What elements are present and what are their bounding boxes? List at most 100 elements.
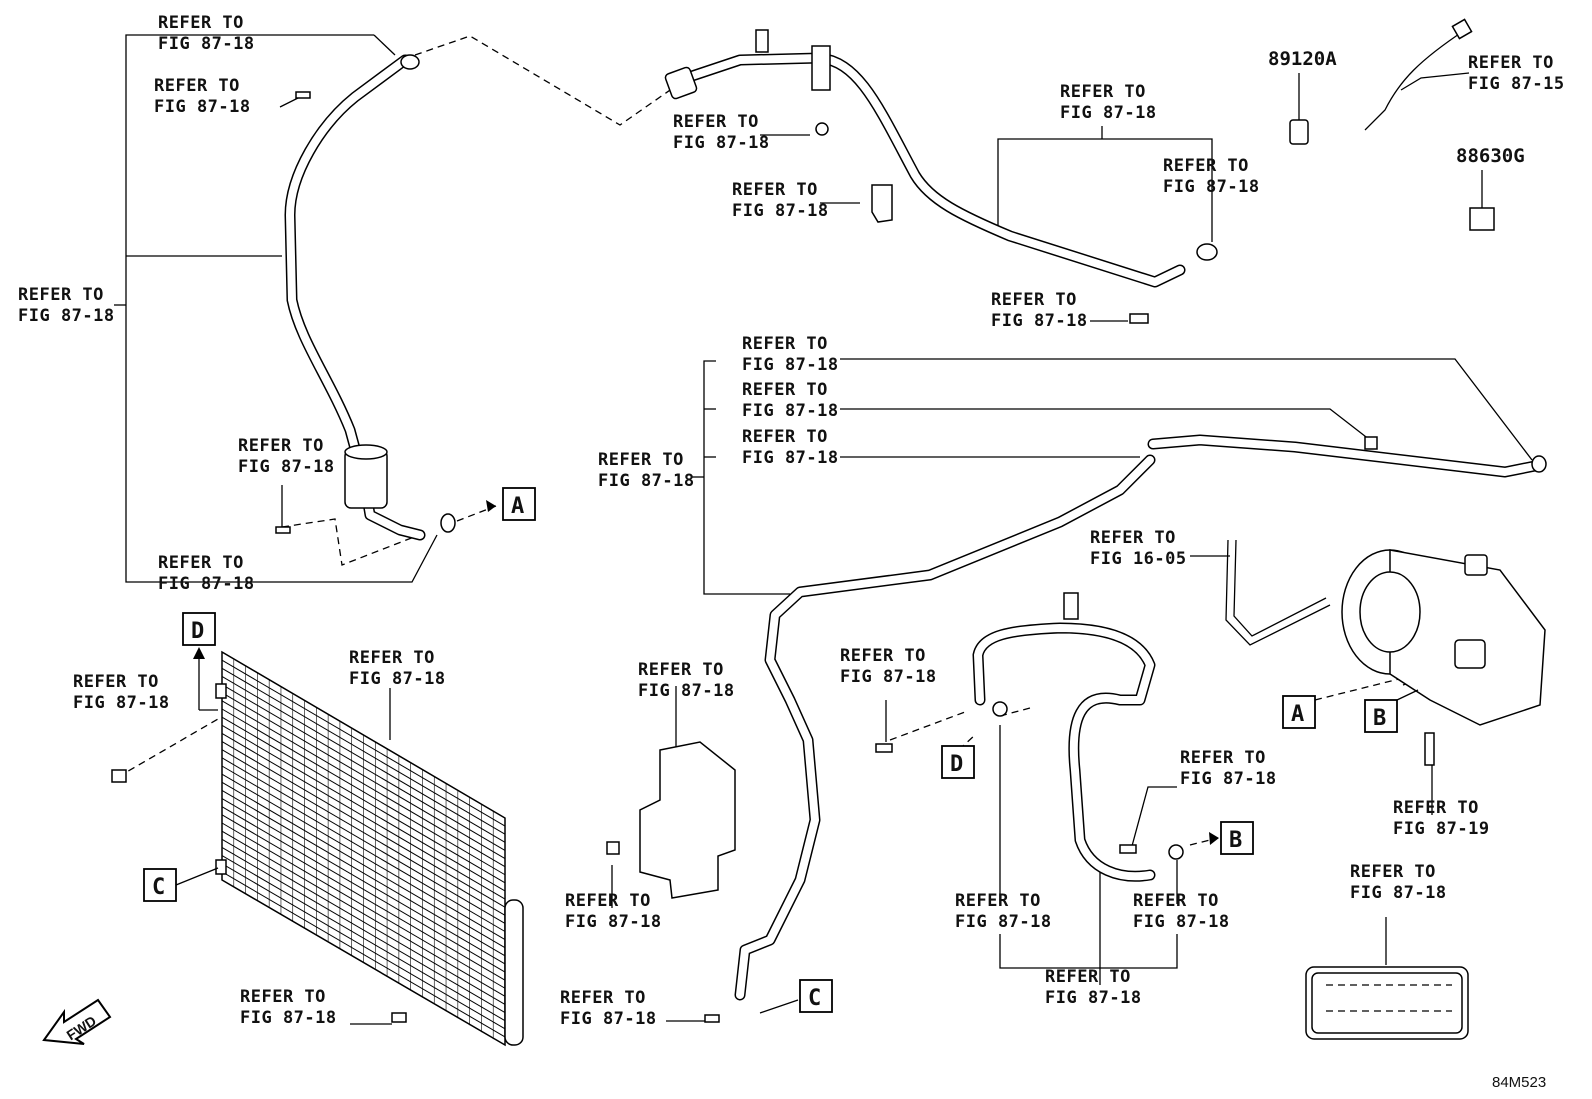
bolt bbox=[1119, 844, 1137, 854]
o-ring bbox=[1168, 844, 1184, 860]
refer-label-line1: REFER TO bbox=[673, 112, 759, 132]
refer-label-line1: REFER TO bbox=[1163, 156, 1249, 176]
connector-b-box-hose: B bbox=[1189, 821, 1254, 855]
refer-label-line2: FIG 87-18 bbox=[732, 201, 829, 221]
bolt bbox=[815, 122, 829, 136]
diagram-code: 84M523 bbox=[1492, 1074, 1546, 1091]
refer-label-line2: FIG 87-18 bbox=[18, 306, 115, 326]
relay bbox=[1469, 207, 1495, 231]
refer-label-line1: REFER TO bbox=[955, 891, 1041, 911]
refer-label-line1: REFER TO bbox=[598, 450, 684, 470]
refer-label-line2: FIG 16-05 bbox=[1090, 549, 1187, 569]
refer-label-line1: REFER TO bbox=[840, 646, 926, 666]
connector-d-box-hose: D bbox=[941, 745, 975, 779]
bolt bbox=[111, 769, 127, 783]
refer-label-line2: FIG 87-18 bbox=[840, 667, 937, 687]
refer-label-line2: FIG 87-18 bbox=[742, 448, 839, 468]
connector-c-box-pipe: C bbox=[759, 979, 833, 1014]
refer-label-line2: FIG 87-15 bbox=[1468, 74, 1565, 94]
condenser bbox=[215, 650, 524, 1047]
refer-label-line1: REFER TO bbox=[1045, 967, 1131, 987]
compressor bbox=[1341, 549, 1546, 726]
o-ring bbox=[440, 513, 456, 533]
refer-label-line1: REFER TO bbox=[638, 660, 724, 680]
pipe-clamp bbox=[811, 45, 831, 91]
connector-b-box-compressor: B bbox=[1364, 689, 1419, 733]
bolt bbox=[391, 1012, 407, 1023]
service-valve bbox=[1063, 592, 1079, 620]
bolt bbox=[295, 91, 311, 99]
refer-label-line2: FIG 87-18 bbox=[560, 1009, 657, 1029]
refer-label-line2: FIG 87-18 bbox=[638, 681, 735, 701]
svg-text:B: B bbox=[1229, 828, 1242, 853]
refer-label-line1: REFER TO bbox=[991, 290, 1077, 310]
refer-label-line2: FIG 87-18 bbox=[349, 669, 446, 689]
svg-text:D: D bbox=[191, 619, 204, 644]
refer-label-line1: REFER TO bbox=[158, 13, 244, 33]
refer-label-line1: REFER TO bbox=[742, 334, 828, 354]
refer-label-line2: FIG 87-18 bbox=[673, 133, 770, 153]
refer-label-line1: REFER TO bbox=[742, 427, 828, 447]
bolt bbox=[1424, 732, 1435, 766]
refer-label-line2: FIG 87-18 bbox=[158, 574, 255, 594]
o-ring bbox=[992, 701, 1008, 717]
pipe-fitting bbox=[664, 66, 698, 100]
connector-a-box-compressor: A bbox=[1282, 695, 1316, 729]
svg-text:C: C bbox=[152, 875, 165, 900]
refer-label-line1: REFER TO bbox=[1180, 748, 1266, 768]
refer-label-line2: FIG 87-18 bbox=[742, 355, 839, 375]
o-ring bbox=[400, 54, 420, 70]
refer-label-line2: FIG 87-19 bbox=[1393, 819, 1490, 839]
clip bbox=[1364, 436, 1378, 450]
refer-label-line2: FIG 87-18 bbox=[991, 311, 1088, 331]
refer-label-line1: REFER TO bbox=[240, 987, 326, 1007]
connector-a-box-top: A bbox=[486, 487, 536, 521]
forward-arrow-icon: FWD bbox=[42, 998, 112, 1045]
refer-label-line2: FIG 87-18 bbox=[238, 457, 335, 477]
bracket bbox=[871, 184, 893, 223]
svg-text:A: A bbox=[1291, 702, 1304, 727]
o-ring bbox=[1531, 455, 1547, 473]
bolt bbox=[704, 1014, 720, 1023]
refer-label-line1: REFER TO bbox=[565, 891, 651, 911]
refer-label-line2: FIG 87-18 bbox=[1350, 883, 1447, 903]
refer-label-line1: REFER TO bbox=[158, 553, 244, 573]
refer-label-line1: REFER TO bbox=[1350, 862, 1436, 882]
refer-label-line1: REFER TO bbox=[1468, 53, 1554, 73]
part-number-88630G: 88630G bbox=[1456, 145, 1525, 167]
bolt bbox=[275, 526, 291, 534]
refer-label-line1: REFER TO bbox=[154, 76, 240, 96]
refer-label-line1: REFER TO bbox=[1393, 798, 1479, 818]
refer-label-line2: FIG 87-18 bbox=[240, 1008, 337, 1028]
refer-label-line1: REFER TO bbox=[238, 436, 324, 456]
part-number-89120A: 89120A bbox=[1268, 48, 1337, 70]
o-ring bbox=[1196, 243, 1218, 261]
refer-label-line1: REFER TO bbox=[1060, 82, 1146, 102]
connector-c-box-condenser: C bbox=[143, 867, 219, 902]
refer-label-line2: FIG 87-18 bbox=[598, 471, 695, 491]
refer-label-line2: FIG 87-18 bbox=[1163, 177, 1260, 197]
refer-label-line2: FIG 87-18 bbox=[158, 34, 255, 54]
svg-text:D: D bbox=[950, 752, 963, 777]
bolt bbox=[875, 743, 893, 753]
service-valve bbox=[755, 29, 769, 53]
svg-text:A: A bbox=[511, 494, 524, 519]
refer-label-line2: FIG 87-18 bbox=[955, 912, 1052, 932]
refer-label-line2: FIG 87-18 bbox=[565, 912, 662, 932]
refer-label-line1: REFER TO bbox=[560, 988, 646, 1008]
components bbox=[111, 18, 1547, 1047]
bolt bbox=[1129, 313, 1149, 324]
connector-d-box-condenser: D bbox=[182, 612, 218, 711]
cover-pad bbox=[639, 741, 736, 899]
refer-label-line2: FIG 87-18 bbox=[1133, 912, 1230, 932]
refer-label-line2: FIG 87-18 bbox=[73, 693, 170, 713]
pressure-sensor bbox=[1289, 119, 1309, 145]
refer-label-line1: REFER TO bbox=[73, 672, 159, 692]
refer-label-line1: REFER TO bbox=[732, 180, 818, 200]
refer-label-line1: REFER TO bbox=[349, 648, 435, 668]
refer-label-line2: FIG 87-18 bbox=[742, 401, 839, 421]
refer-label-line2: FIG 87-18 bbox=[1060, 103, 1157, 123]
